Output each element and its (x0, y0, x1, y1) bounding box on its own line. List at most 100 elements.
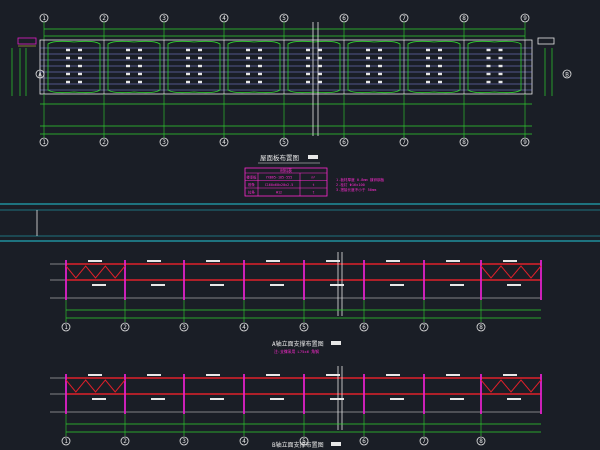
panel-label-mark (186, 64, 190, 68)
panel-label-mark (318, 56, 322, 60)
plan-top-axis-4-label: 4 (222, 15, 226, 22)
panel-label-mark (378, 72, 382, 76)
panel-label-mark (246, 64, 250, 68)
material-table-cell: Φ12 (276, 191, 282, 195)
plan-title: 屋面板布置图 (260, 153, 299, 162)
panel-label-mark (366, 64, 370, 68)
beam-callout (503, 260, 517, 262)
material-table-cell: t (312, 183, 314, 187)
plan-top-axis-5-label: 5 (282, 15, 286, 22)
beam-callout (266, 374, 280, 376)
elevation-axis-8-circle (476, 322, 486, 332)
panel-label-mark (198, 56, 202, 60)
elevation-axis-2-label: 2 (123, 324, 127, 331)
panel-label-mark (498, 80, 503, 84)
roof-panel-outline (47, 40, 101, 94)
panel-label-mark (306, 48, 310, 52)
panel-label-mark (138, 56, 142, 60)
panel-label-mark (378, 80, 382, 84)
material-table-cell: YXB65-185-555 (266, 176, 293, 180)
panel-label-mark (378, 56, 382, 60)
panel-label-mark (426, 80, 430, 84)
panel-label-mark (438, 48, 442, 52)
elevation-axis-7-circle (419, 322, 429, 332)
bracing-zigzag (480, 379, 542, 393)
panel-label-mark (186, 48, 190, 52)
plan-top-axis-7-label: 7 (402, 15, 406, 22)
plan-left-edge-detail (11, 37, 37, 96)
beam-callout (151, 398, 165, 400)
beam-callout (330, 398, 344, 400)
panel-label-mark (186, 80, 190, 84)
panel-label-mark (66, 64, 70, 68)
plan-bottom-axis-4-label: 4 (222, 139, 226, 146)
plan-bottom-axis-5-label: 5 (282, 139, 286, 146)
beam-callout (210, 398, 224, 400)
panel-label-mark (438, 80, 442, 84)
note-line-3: 3.搭接长度不小于 50mm (336, 187, 376, 192)
panel-label-mark (126, 64, 130, 68)
elevation-axis-4-label: 4 (242, 438, 246, 445)
roof-panel-outline (167, 40, 221, 94)
panel-label-mark (486, 64, 491, 68)
elevation-axis-5-label: 5 (302, 324, 306, 331)
elevation-b-title: B轴立面支撑布置图 (272, 441, 324, 449)
panel-label-mark (318, 80, 322, 84)
elevation-axis-4-circle (239, 436, 249, 446)
elevation-a-title: A轴立面支撑布置图 (272, 340, 324, 348)
panel-label-mark (306, 80, 310, 84)
panel-label-mark (198, 48, 202, 52)
panel-label-mark (498, 72, 503, 76)
elevation-axis-7-label: 7 (422, 324, 426, 331)
panel-label-mark (126, 80, 130, 84)
panel-label-mark (498, 64, 503, 68)
elevation-axis-3-label: 3 (182, 438, 186, 445)
panel-label-mark (258, 64, 262, 68)
plan-bottom-dimension-lines (40, 103, 532, 135)
panel-label-mark (138, 64, 142, 68)
plan-top-axis-1-label: 1 (42, 15, 46, 22)
beam-callout (326, 260, 340, 262)
panel-label-mark (138, 80, 142, 84)
note-line-2: 2.栓钉 Φ16x100 (336, 182, 365, 187)
plan-row-axis-bubbles: A B (35, 69, 572, 79)
beam-callout (386, 260, 400, 262)
beam-callout (450, 284, 464, 286)
plan-bottom-axis-8-label: 8 (462, 139, 466, 146)
plan-bottom-axis-6-label: 6 (342, 139, 346, 146)
panel-label-mark (246, 72, 250, 76)
roof-deck-outline (39, 39, 533, 95)
elevation-axis-4-label: 4 (242, 324, 246, 331)
panel-label-mark (78, 64, 82, 68)
roof-panel-outline (227, 40, 281, 94)
row-axis-right-label: B (565, 72, 569, 79)
beam-callout (88, 374, 102, 376)
panel-label-mark (498, 56, 503, 60)
elevation-axis-3-circle (179, 436, 189, 446)
beam-callout (147, 374, 161, 376)
panel-label-mark (198, 80, 202, 84)
roof-panel-outline (467, 40, 522, 94)
beam-callout (390, 398, 404, 400)
elevation-axis-4-circle (239, 322, 249, 332)
plan-bottom-axis-9-label: 9 (523, 139, 527, 146)
beam-callout (270, 284, 284, 286)
elevation-axis-5-circle (299, 322, 309, 332)
roof-panel-outlines (47, 40, 522, 94)
beam-callout (446, 260, 460, 262)
beam-callout (210, 284, 224, 286)
beam-callout (507, 284, 521, 286)
elevation-axis-8-label: 8 (479, 438, 483, 445)
panel-label-mark (426, 64, 430, 68)
material-table-cell: t (312, 191, 314, 195)
panel-label-mark (258, 72, 262, 76)
beam-callout (330, 284, 344, 286)
beam-callout (503, 374, 517, 376)
elevation-axis-1-circle (61, 322, 71, 332)
panel-label-mark (378, 64, 382, 68)
elevation-axis-6-label: 6 (362, 438, 366, 445)
elevation-axis-2-circle (120, 436, 130, 446)
plan-right-edge-detail (537, 37, 555, 96)
elevation-axis-6-label: 6 (362, 324, 366, 331)
